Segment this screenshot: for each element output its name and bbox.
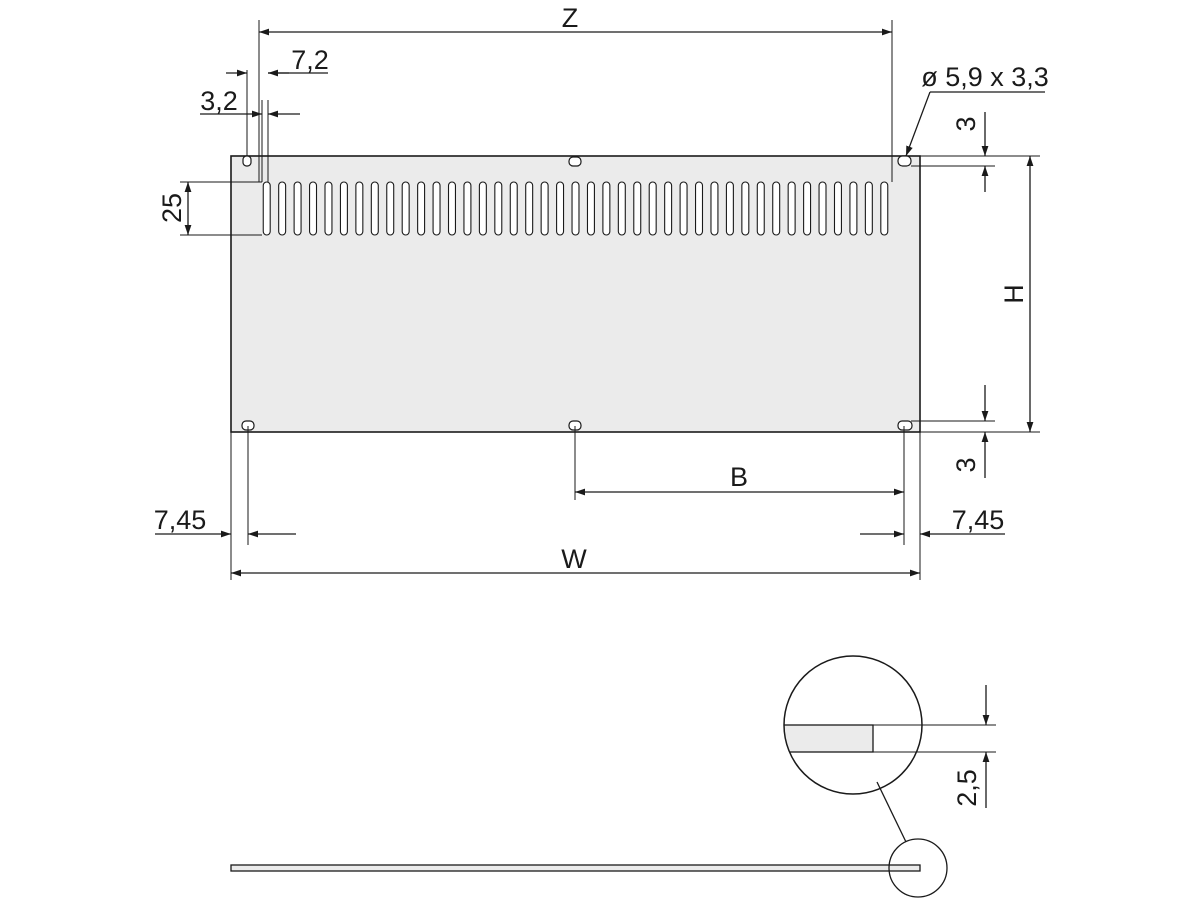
mounting-hole-top-center: [568, 156, 582, 167]
hole-callout: ø 5,9 x 3,3: [905, 62, 1049, 157]
vent-slot: [880, 181, 889, 236]
dimension-thickness: 2,5: [873, 685, 996, 808]
dimension-b: B: [574, 426, 905, 545]
dimension-label-slot-height: 25: [157, 193, 187, 223]
dimension-label-hole-size: ø 5,9 x 3,3: [921, 62, 1049, 92]
vent-slot: [386, 181, 395, 236]
side-view-plate: [230, 864, 921, 872]
detail-plate-section: [784, 724, 874, 753]
vent-slot: [617, 181, 626, 236]
side-view: [230, 781, 948, 898]
dimension-hole-offset-top: 3: [911, 112, 995, 192]
dimension-label-slot-width: 3,2: [200, 86, 238, 116]
detail-marker-circle: [888, 838, 948, 898]
vent-slot: [309, 181, 318, 236]
dimension-label-hole-offset-bottom: 3: [951, 457, 981, 472]
vent-slot: [633, 181, 642, 236]
vent-slot: [741, 181, 750, 236]
vent-slot: [417, 181, 426, 236]
vent-slot: [664, 181, 673, 236]
vent-slot: [787, 181, 796, 236]
mounting-hole-bottom-right: [897, 420, 913, 431]
vent-slot: [355, 181, 364, 236]
dimension-label-b: B: [730, 462, 748, 492]
vent-slot: [262, 181, 271, 236]
vent-slot: [864, 181, 873, 236]
vent-slot: [803, 181, 812, 236]
dimension-label-hole-offset-top: 3: [951, 116, 981, 131]
vent-slot: [648, 181, 657, 236]
vent-slot: [602, 181, 611, 236]
vent-slot: [494, 181, 503, 236]
dimension-label-z: Z: [562, 3, 579, 33]
dimension-w: W: [230, 432, 921, 580]
vent-slot: [556, 181, 565, 236]
dimension-label-edge-left: 7,45: [154, 505, 207, 535]
vent-slot: [509, 181, 518, 236]
vent-slot: [293, 181, 302, 236]
vent-slot: [849, 181, 858, 236]
vent-slot: [571, 181, 580, 236]
vent-slot: [324, 181, 333, 236]
dimension-hole-offset-bottom: 3: [911, 385, 995, 478]
dimension-label-thickness: 2,5: [952, 769, 982, 807]
dimension-label-h: H: [999, 284, 1029, 304]
vent-slot: [370, 181, 379, 236]
mounting-hole-top-left: [242, 155, 252, 167]
mounting-hole-top-right: [897, 155, 912, 167]
dimension-slot-height: 25: [157, 181, 262, 236]
vent-slot: [278, 181, 287, 236]
vent-slot: [463, 181, 472, 236]
vent-slot: [710, 181, 719, 236]
vent-slot: [432, 181, 441, 236]
vent-slot: [756, 181, 765, 236]
dimension-z: Z: [258, 3, 893, 182]
vent-slot: [540, 181, 549, 236]
vent-slot: [833, 181, 842, 236]
vent-slot: [401, 181, 410, 236]
vent-slot: [772, 181, 781, 236]
dimension-label-slot-pitch: 7,2: [291, 45, 329, 75]
vent-slot: [447, 181, 457, 236]
vent-slot: [725, 181, 734, 236]
dimension-edge-right: 7,45: [860, 505, 1005, 538]
dimension-slot-pitch: 7,2: [226, 45, 329, 182]
front-panel: [230, 155, 921, 433]
dimension-edge-left: 7,45: [154, 426, 296, 545]
vent-slot: [478, 181, 487, 236]
dimension-slot-width: 3,2: [200, 86, 300, 182]
vent-slots: [262, 181, 889, 236]
vent-slot: [339, 181, 348, 236]
dimension-label-w: W: [561, 544, 587, 574]
vent-slot: [679, 181, 688, 236]
dimension-label-edge-right: 7,45: [952, 505, 1005, 535]
dimension-h: H: [920, 155, 1040, 433]
vent-slot: [586, 181, 595, 236]
vent-slot: [525, 181, 534, 236]
vent-slot: [818, 181, 827, 236]
vent-slot: [694, 181, 704, 236]
